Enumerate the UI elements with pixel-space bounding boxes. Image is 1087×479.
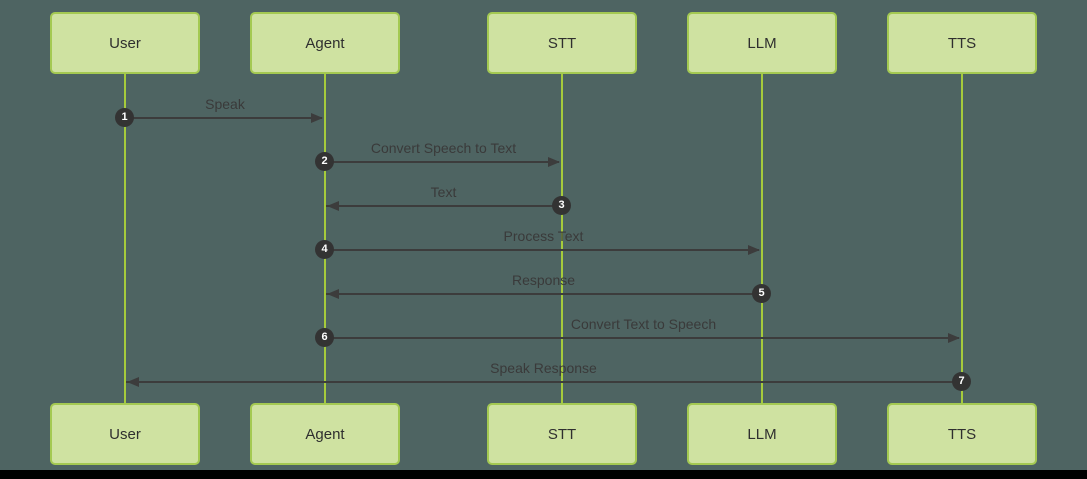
actor-box-stt-top: STT <box>487 12 637 74</box>
actor-label: TTS <box>947 425 977 443</box>
sequence-number-badge: 3 <box>552 196 571 215</box>
arrowhead-icon <box>127 377 139 387</box>
actor-box-user-bottom: User <box>50 403 200 465</box>
message-line-4 <box>326 249 759 251</box>
lifeline-llm <box>761 73 763 404</box>
message-line-6 <box>326 337 959 339</box>
actor-label: LLM <box>747 425 777 443</box>
message-line-1 <box>126 117 322 119</box>
actor-label: STT <box>547 425 577 443</box>
actor-label: LLM <box>747 34 777 52</box>
message-label: Process Text <box>503 228 584 244</box>
actor-box-user-top: User <box>50 12 200 74</box>
message-label: Speak Response <box>490 360 597 376</box>
arrowhead-icon <box>327 289 339 299</box>
lifeline-stt <box>561 73 563 404</box>
sequence-number-badge: 4 <box>315 240 334 259</box>
sequence-number-badge: 1 <box>115 108 134 127</box>
actor-label: User <box>109 425 141 443</box>
arrowhead-icon <box>748 245 760 255</box>
actor-label: STT <box>547 34 577 52</box>
actor-box-llm-bottom: LLM <box>687 403 837 465</box>
message-label: Speak <box>205 96 245 112</box>
actor-label: Agent <box>305 34 345 52</box>
message-label: Text <box>430 184 457 200</box>
message-line-2 <box>326 161 559 163</box>
message-label: Convert Speech to Text <box>370 140 517 156</box>
message-label: Response <box>511 272 576 288</box>
sequence-number-badge: 2 <box>315 152 334 171</box>
lifeline-tts <box>961 73 963 404</box>
actor-box-tts-top: TTS <box>887 12 1037 74</box>
actor-label: Agent <box>305 425 345 443</box>
lifeline-agent <box>324 73 326 404</box>
actor-box-stt-bottom: STT <box>487 403 637 465</box>
arrowhead-icon <box>311 113 323 123</box>
message-line-7 <box>126 381 959 383</box>
actor-label: TTS <box>947 34 977 52</box>
actor-box-agent-top: Agent <box>250 12 400 74</box>
arrowhead-icon <box>327 201 339 211</box>
arrowhead-icon <box>548 157 560 167</box>
message-line-3 <box>326 205 559 207</box>
actor-box-tts-bottom: TTS <box>887 403 1037 465</box>
message-line-5 <box>326 293 759 295</box>
arrowhead-icon <box>948 333 960 343</box>
sequence-number-badge: 6 <box>315 328 334 347</box>
actor-label: User <box>109 34 141 52</box>
message-label: Convert Text to Speech <box>570 316 717 332</box>
sequence-number-badge: 5 <box>752 284 771 303</box>
bottom-black-bar <box>0 470 1087 479</box>
actor-box-agent-bottom: Agent <box>250 403 400 465</box>
sequence-number-badge: 7 <box>952 372 971 391</box>
actor-box-llm-top: LLM <box>687 12 837 74</box>
lifeline-user <box>124 73 126 404</box>
